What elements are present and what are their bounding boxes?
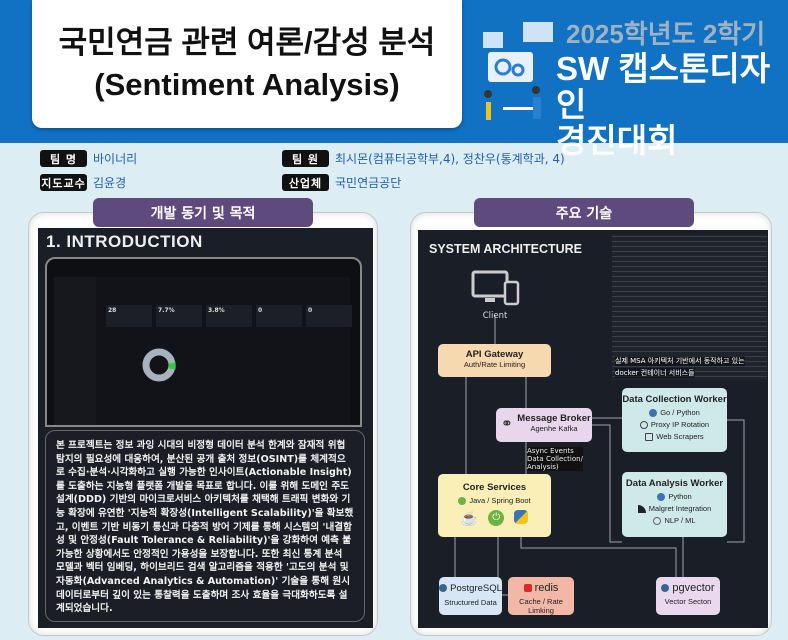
ml-icon (653, 517, 662, 526)
architecture-heading: SYSTEM ARCHITECTURE (429, 242, 583, 256)
dashboard-sidebar (54, 277, 96, 425)
broker-sub: Agenhe Kafka (530, 424, 578, 433)
java-icon: ☕ (460, 510, 479, 527)
title-card: 국민연금 관련 여론/감성 분석 (Sentiment Analysis) (32, 0, 462, 128)
docker-log-screenshot: 실제 MSA 아키텍처 기반에서 동작하고 있는 docker 컨테이너 서비스… (612, 234, 767, 380)
postgres-icon (439, 584, 448, 593)
python-icon (649, 409, 658, 418)
kafka-icon: ⚭ (501, 415, 513, 431)
collector-title: Data Collection Worker (622, 394, 727, 405)
intro-heading: 1. INTRODUCTION (46, 232, 203, 251)
dashboard-screenshot: 28 7.7% 3.8% 0 0 (45, 257, 362, 427)
broker-title: Message Broker (517, 413, 591, 424)
pgvector-icon (661, 584, 670, 593)
python-icon (514, 510, 529, 525)
advisor-name: 김윤경 (93, 176, 127, 190)
scraper-icon (645, 433, 654, 442)
kpi-value: 0 (308, 307, 313, 314)
tab-key-tech: 주요 기술 (474, 198, 694, 227)
advisor-row: 지도교수 김윤경 (40, 174, 126, 191)
seaborn-icon (637, 505, 646, 514)
kpi-value: 28 (108, 307, 117, 314)
client-node: Client (465, 270, 525, 321)
core-title: Core Services (462, 482, 527, 493)
members: 최시몬(컴퓨터공학부,4), 정찬우(통계학과, 4) (335, 152, 565, 166)
desktop-mobile-icon (471, 270, 520, 306)
project-subtitle: (Sentiment Analysis) (94, 67, 400, 102)
kpi-value: 3.8% (208, 307, 225, 314)
members-row: 팀 원 최시몬(컴퓨터공학부,4), 정찬우(통계학과, 4) (282, 150, 565, 167)
kpi-value: 7.7% (158, 307, 175, 314)
company-row: 산업체 국민연금공단 (282, 174, 401, 191)
spring-icon (458, 497, 467, 506)
contest-title: 2025학년도 2학기 SW 캡스톤디자인 경진대회 (556, 14, 788, 159)
analyzer-title: Data Analysis Worker (625, 478, 724, 489)
intro-text: 본 프로젝트는 정보 과잉 시대의 비정형 데이터 분석 한계와 잠재적 위협 … (45, 430, 365, 622)
spring-boot-icon: ⏻ (488, 510, 505, 527)
advisor-label: 지도교수 (40, 174, 87, 191)
team-name: 바이너리 (93, 152, 138, 166)
log-caption: 실제 MSA 아키텍처 기반에서 동작하고 있는 (615, 356, 745, 366)
log-caption: docker 컨테이너 서비스들 (615, 368, 695, 378)
contest-name-line2: 경진대회 (556, 122, 678, 159)
globe-icon (639, 421, 648, 430)
gateway-title: API Gateway (465, 349, 524, 360)
contest-name-line1: SW 캡스톤디자인 (556, 50, 771, 123)
gateway-sub: Auth/Rate Limiting (463, 360, 526, 369)
team-name-row: 팀 명 바이너리 (40, 150, 137, 167)
donut-chart (142, 348, 176, 382)
kpi-value: 0 (258, 307, 263, 314)
redis-icon (523, 584, 532, 593)
developers-illustration-icon (483, 22, 553, 120)
team-label: 팀 명 (40, 150, 87, 167)
members-label: 팀 원 (282, 150, 329, 167)
tab-motivation: 개발 동기 및 목적 (93, 198, 313, 227)
python-icon (657, 493, 666, 502)
project-title: 국민연금 관련 여론/감성 분석 (58, 25, 436, 60)
contest-year: 2025학년도 2학기 (566, 19, 766, 49)
company-label: 산업체 (282, 174, 329, 191)
client-label: Client (482, 311, 508, 321)
company-name: 국민연금공단 (335, 176, 402, 190)
